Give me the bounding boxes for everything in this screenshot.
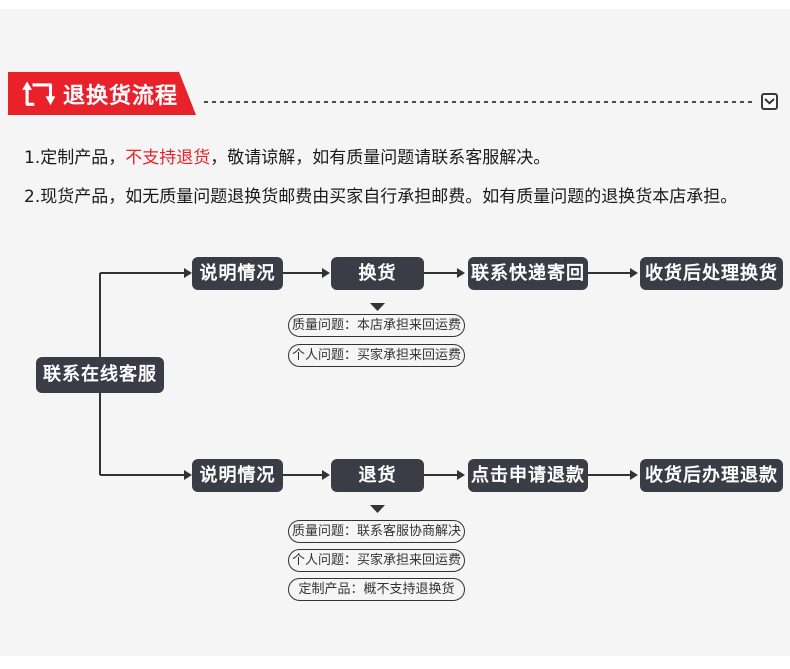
dashed-divider-line xyxy=(204,101,756,103)
flow-note-personal-bottom: 个人问题：买家承担来回运费 xyxy=(288,549,465,572)
flow-step-contact-courier: 联系快递寄回 xyxy=(468,257,588,290)
flow-step-explain-bottom: 说明情况 xyxy=(192,459,283,492)
flow-step-handle-exchange: 收货后处理换货 xyxy=(640,257,783,290)
flow-step-explain-top: 说明情况 xyxy=(192,257,283,290)
flow-note-quality-bottom: 质量问题：联系客服协商解决 xyxy=(288,520,465,543)
notice-1-prefix: 1.定制产品， xyxy=(24,148,126,168)
flow-start-box: 联系在线客服 xyxy=(36,357,164,393)
notice-1-suffix: ，敬请谅解，如有质量问题请联系客服解决。 xyxy=(210,148,551,168)
flow-note-quality-top: 质量问题：本店承担来回运费 xyxy=(288,314,465,337)
notice-line-1: 1.定制产品，不支持退货，敬请谅解，如有质量问题请联系客服解决。 xyxy=(24,148,550,168)
notice-2-text: 2.现货产品，如无质量问题退换货邮费由买家自行承担邮费。如有质量问题的退换货本店… xyxy=(24,187,738,207)
flow-step-exchange: 换货 xyxy=(331,257,424,290)
section-header-banner: 退换货流程 xyxy=(8,72,196,115)
flow-note-personal-top: 个人问题：买家承担来回运费 xyxy=(288,344,465,367)
flow-step-handle-refund: 收货后办理退款 xyxy=(640,459,783,492)
notice-1-highlight: 不支持退货 xyxy=(125,148,211,168)
flow-step-apply-refund: 点击申请退款 xyxy=(468,459,588,492)
flow-note-custom-product: 定制产品：概不支持退换货 xyxy=(288,578,465,601)
collapse-toggle[interactable] xyxy=(761,93,778,110)
exchange-arrows-icon xyxy=(19,79,55,108)
section-panel xyxy=(0,9,790,656)
flow-step-return: 退货 xyxy=(331,459,424,492)
section-title: 退换货流程 xyxy=(63,83,179,109)
notice-line-2: 2.现货产品，如无质量问题退换货邮费由买家自行承担邮费。如有质量问题的退换货本店… xyxy=(24,187,737,207)
chevron-down-icon xyxy=(764,98,775,105)
